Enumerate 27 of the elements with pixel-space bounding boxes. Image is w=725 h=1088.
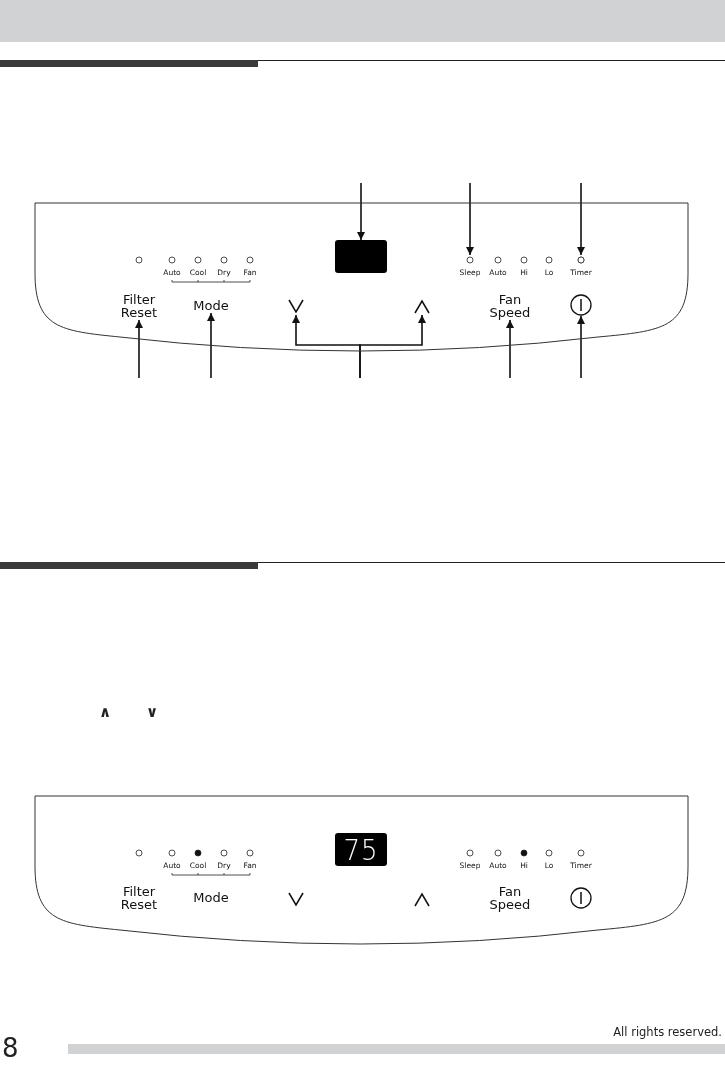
leader-arrow (506, 319, 514, 379)
leader-arrow (357, 182, 365, 241)
button-label: Fan Speed (488, 885, 532, 911)
leader-arrow (207, 312, 215, 379)
button-label: Mode (192, 891, 230, 904)
display-screen: 75 (335, 833, 387, 866)
button-label: Filter Reset (119, 885, 159, 911)
button-label: Filter Reset (112, 291, 166, 320)
indicator-light (576, 255, 586, 265)
page-number: 8 (2, 1034, 19, 1062)
leader-arrow (577, 315, 585, 379)
control-panel-outline (34, 202, 689, 352)
leader-arrow (466, 182, 474, 256)
leader-arrow (577, 182, 585, 256)
display-screen (335, 240, 387, 273)
arrow-symbol: ∧ (98, 704, 112, 720)
button-label: Fan Speed (483, 291, 537, 320)
leader-arrow (359, 314, 426, 379)
arrow-symbol: ∨ (145, 704, 159, 720)
button-label: Mode (186, 297, 236, 313)
indicator-light (465, 255, 475, 265)
power-icon (570, 294, 592, 316)
leader-arrow (135, 319, 143, 379)
footer-text: All rights reserved. (613, 1025, 722, 1039)
control-panel-outline (34, 795, 689, 945)
up-chevron-icon (414, 298, 430, 315)
down-chevron-icon (288, 298, 304, 315)
